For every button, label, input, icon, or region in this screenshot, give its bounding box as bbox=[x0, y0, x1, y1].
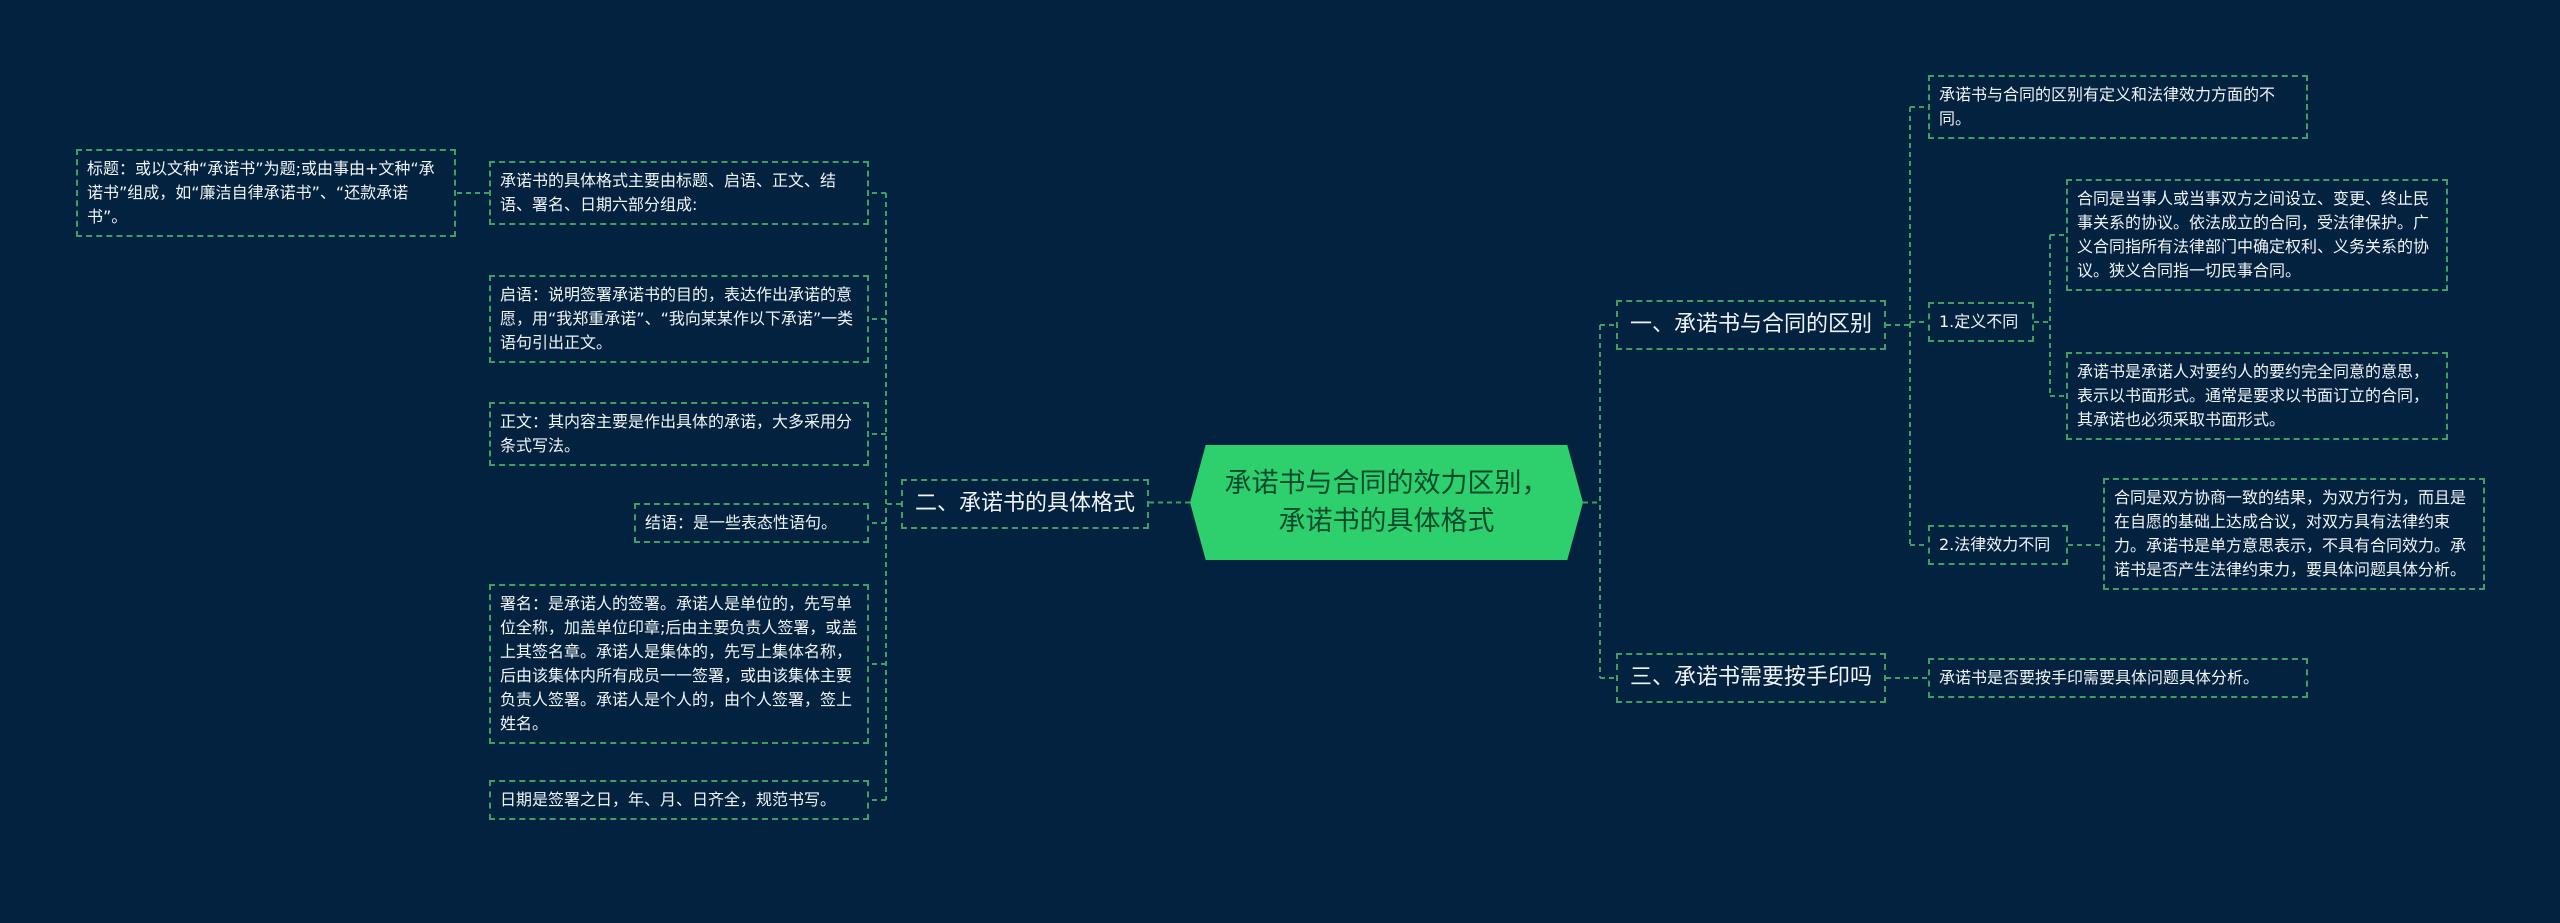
root-topic[interactable]: 承诺书与合同的效力区别，承诺书的具体格式 bbox=[1190, 445, 1583, 560]
node-definition-label[interactable]: 1.定义不同 bbox=[1928, 302, 2034, 342]
node-body-text: 正文：其内容主要是作出具体的承诺，大多采用分条式写法。 bbox=[500, 412, 853, 455]
node-title-note[interactable]: 标题：或以文种“承诺书”为题;或由事由+文种“承诺书”组成，如“廉洁自律承诺书”… bbox=[76, 149, 456, 237]
node-definition-contract[interactable]: 合同是当事人或当事双方之间设立、变更、终止民事关系的协议。依法成立的合同，受法律… bbox=[2066, 179, 2448, 291]
branch-fingerprint[interactable]: 三、承诺书需要按手印吗 bbox=[1616, 653, 1887, 703]
node-definition-contract-text: 合同是当事人或当事双方之间设立、变更、终止民事关系的协议。依法成立的合同，受法律… bbox=[2077, 189, 2430, 280]
node-definition-promise-text: 承诺书是承诺人对要约人的要约完全同意的意思，表示以书面形式。通常是要求以书面订立… bbox=[2077, 362, 2430, 429]
node-effect-label[interactable]: 2.法律效力不同 bbox=[1928, 525, 2068, 565]
node-intro[interactable]: 承诺书与合同的区别有定义和法律效力方面的不同。 bbox=[1928, 75, 2308, 139]
branch-difference[interactable]: 一、承诺书与合同的区别 bbox=[1616, 300, 1887, 350]
node-effect-label-text: 2.法律效力不同 bbox=[1939, 535, 2051, 554]
node-opening-text: 启语：说明签署承诺书的目的，表达作出承诺的意愿，用“我郑重承诺”、“我向某某作以… bbox=[500, 285, 854, 352]
node-definition-label-text: 1.定义不同 bbox=[1939, 312, 2019, 331]
node-closing[interactable]: 结语：是一些表态性语句。 bbox=[634, 503, 869, 543]
branch-difference-label: 一、承诺书与合同的区别 bbox=[1630, 312, 1873, 337]
node-format-overview[interactable]: 承诺书的具体格式主要由标题、启语、正文、结语、署名、日期六部分组成: bbox=[489, 161, 869, 225]
node-fingerprint-answer[interactable]: 承诺书是否要按手印需要具体问题具体分析。 bbox=[1928, 658, 2308, 698]
branch-format[interactable]: 二、承诺书的具体格式 bbox=[901, 479, 1150, 529]
node-effect-text[interactable]: 合同是双方协商一致的结果，为双方行为，而且是在自愿的基础上达成合议，对双方具有法… bbox=[2103, 478, 2485, 590]
node-definition-promise[interactable]: 承诺书是承诺人对要约人的要约完全同意的意思，表示以书面形式。通常是要求以书面订立… bbox=[2066, 352, 2448, 440]
node-format-overview-text: 承诺书的具体格式主要由标题、启语、正文、结语、署名、日期六部分组成: bbox=[500, 171, 837, 214]
node-opening[interactable]: 启语：说明签署承诺书的目的，表达作出承诺的意愿，用“我郑重承诺”、“我向某某作以… bbox=[489, 275, 869, 363]
node-intro-text: 承诺书与合同的区别有定义和法律效力方面的不同。 bbox=[1939, 85, 2276, 128]
node-body[interactable]: 正文：其内容主要是作出具体的承诺，大多采用分条式写法。 bbox=[489, 402, 869, 466]
node-signature[interactable]: 署名：是承诺人的签署。承诺人是单位的，先写单位全称，加盖单位印章;后由主要负责人… bbox=[489, 584, 869, 744]
node-fingerprint-answer-text: 承诺书是否要按手印需要具体问题具体分析。 bbox=[1939, 668, 2260, 687]
node-effect-text-content: 合同是双方协商一致的结果，为双方行为，而且是在自愿的基础上达成合议，对双方具有法… bbox=[2114, 488, 2467, 579]
node-signature-text: 署名：是承诺人的签署。承诺人是单位的，先写单位全称，加盖单位印章;后由主要负责人… bbox=[500, 594, 858, 733]
node-date[interactable]: 日期是签署之日，年、月、日齐全，规范书写。 bbox=[489, 780, 869, 820]
root-topic-text: 承诺书与合同的效力区别，承诺书的具体格式 bbox=[1224, 467, 1549, 537]
node-closing-text: 结语：是一些表态性语句。 bbox=[645, 513, 838, 532]
node-date-text: 日期是签署之日，年、月、日齐全，规范书写。 bbox=[500, 790, 837, 809]
branch-format-label: 二、承诺书的具体格式 bbox=[915, 491, 1136, 516]
branch-fingerprint-label: 三、承诺书需要按手印吗 bbox=[1630, 665, 1873, 690]
node-title-note-text: 标题：或以文种“承诺书”为题;或由事由+文种“承诺书”组成，如“廉洁自律承诺书”… bbox=[87, 159, 435, 226]
